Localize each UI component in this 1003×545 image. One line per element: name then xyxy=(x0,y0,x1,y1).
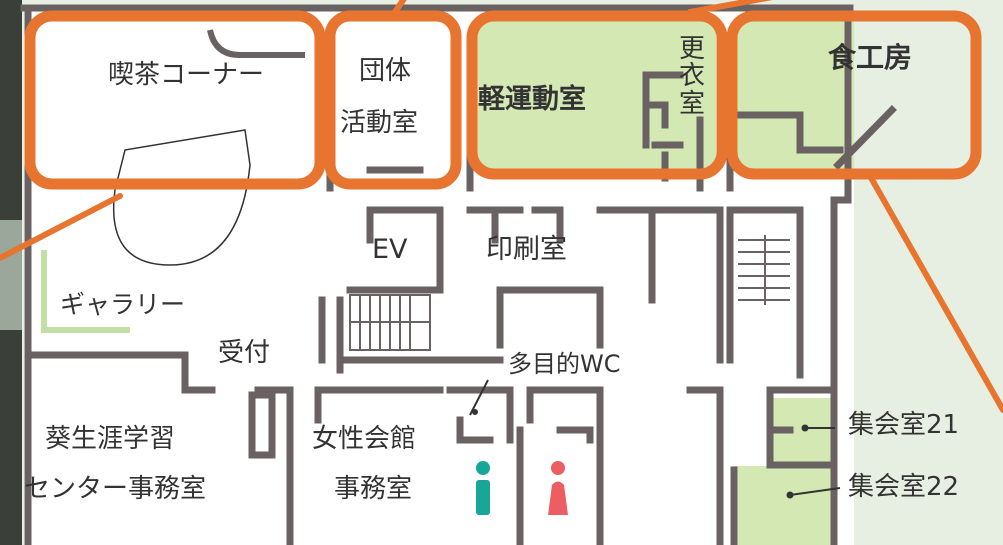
callouts xyxy=(24,10,982,190)
shukai22-leader-line xyxy=(789,487,841,496)
room-label-gallery: ギャラリー xyxy=(60,290,186,319)
wc-leader-dot xyxy=(472,409,478,415)
room-label-shokukobo: 食工房 xyxy=(828,41,913,74)
room-label-josei-line2: 事務室 xyxy=(334,474,413,504)
room-label-dantai-line2: 活動室 xyxy=(340,108,419,138)
room-label-insatsu: 印刷室 xyxy=(486,234,567,265)
room-label-keiundou: 軽運動室 xyxy=(478,84,586,115)
female-toilet-icon xyxy=(548,461,568,515)
room-label-dantai-line1: 団体 xyxy=(358,56,411,86)
room-label-aoi-line2: センター事務室 xyxy=(24,474,207,504)
room-label-aoi-line1: 葵生涯学習 xyxy=(45,424,176,454)
room-label-ev: EV xyxy=(372,234,408,265)
callout-keiundou xyxy=(466,10,728,180)
room-label-josei-line1: 女性会館 xyxy=(312,424,417,454)
callout-kissa xyxy=(24,10,326,190)
room-label-koui-char3: 室 xyxy=(678,88,705,119)
room-label-koui-char2: 衣 xyxy=(678,61,705,92)
room-label-koui-char1: 更 xyxy=(678,34,705,64)
room-label-uketsuke: 受付 xyxy=(218,338,271,368)
wc-leader-line xyxy=(469,379,489,416)
callout-dantai xyxy=(324,10,462,190)
gallery-strip xyxy=(41,250,130,333)
stairs-right-icon xyxy=(738,235,790,305)
callout-shokukobo xyxy=(726,10,982,180)
room-label-shukai21: 集会室21 xyxy=(848,410,960,440)
male-toilet-icon xyxy=(476,461,490,515)
room-label-kissa: 喫茶コーナー xyxy=(108,60,265,90)
room-label-tamokuteki-wc: 多目的WC xyxy=(508,350,621,378)
room-label-koui: 更 衣 室 xyxy=(672,34,712,119)
shokukobo-fill xyxy=(734,20,854,170)
callout-lines xyxy=(0,0,1003,413)
cafe-counter xyxy=(207,29,305,58)
room-label-shukai22: 集会室22 xyxy=(848,472,960,502)
shukai22-leader-dot xyxy=(786,491,794,499)
cafe-table-shape xyxy=(113,129,251,266)
shukai22-fill xyxy=(734,466,834,545)
stairs-icon xyxy=(349,294,431,351)
shukai21-leader-dot xyxy=(801,424,809,432)
left-photo-strip-light xyxy=(0,220,22,330)
